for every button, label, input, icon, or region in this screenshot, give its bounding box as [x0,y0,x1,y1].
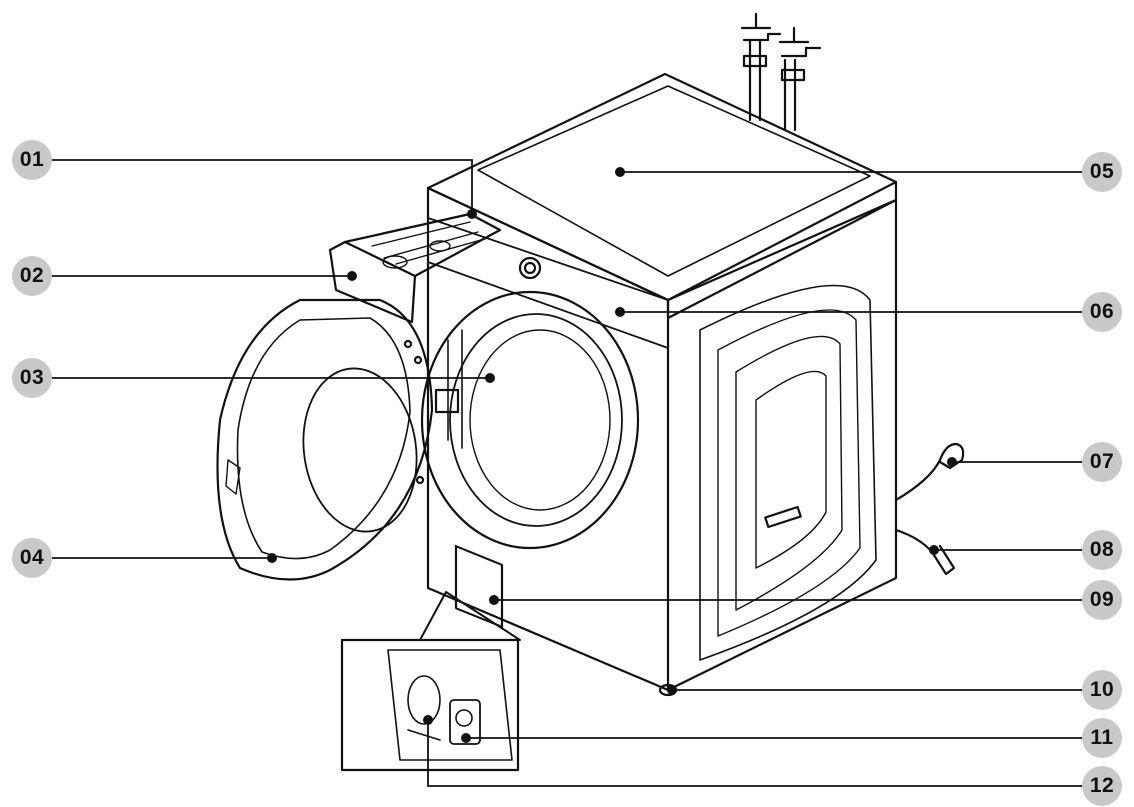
callout-01: 01 [12,140,52,180]
drain-hose [894,528,956,576]
callout-06: 06 [1082,292,1122,332]
leader-01 [52,159,473,214]
door [216,298,434,581]
callout-label: 05 [1089,160,1115,183]
callout-label: 01 [19,148,45,171]
callout-03: 03 [12,358,52,398]
top-cover [426,72,898,302]
callout-label: 03 [19,366,45,389]
callout-09: 09 [1082,580,1122,620]
callout-label: 10 [1089,678,1115,701]
callout-label: 07 [1089,450,1115,473]
inset-detail [340,638,520,772]
callout-label: 04 [19,546,45,569]
callout-label: 11 [1090,726,1114,749]
leader-12 [427,720,1085,787]
water-taps [740,12,822,132]
callout-label: 02 [19,264,45,287]
power-cord [894,442,965,502]
callout-label: 12 [1089,774,1115,797]
callout-07: 07 [1082,442,1122,482]
callout-02: 02 [12,256,52,296]
cabinet-side [666,198,898,692]
callout-label: 08 [1089,538,1115,561]
callout-08: 08 [1082,530,1122,570]
callout-05: 05 [1082,152,1122,192]
callout-11: 11 [1082,718,1122,758]
callout-label: 09 [1089,588,1115,611]
callout-04: 04 [12,538,52,578]
control-panel [427,217,669,349]
drum [420,290,640,550]
service-cover [454,545,504,629]
callout-10: 10 [1082,670,1122,710]
callout-label: 06 [1089,300,1115,323]
detergent-drawer [328,240,417,324]
callout-12: 12 [1082,766,1122,806]
cabinet-front [426,186,670,692]
